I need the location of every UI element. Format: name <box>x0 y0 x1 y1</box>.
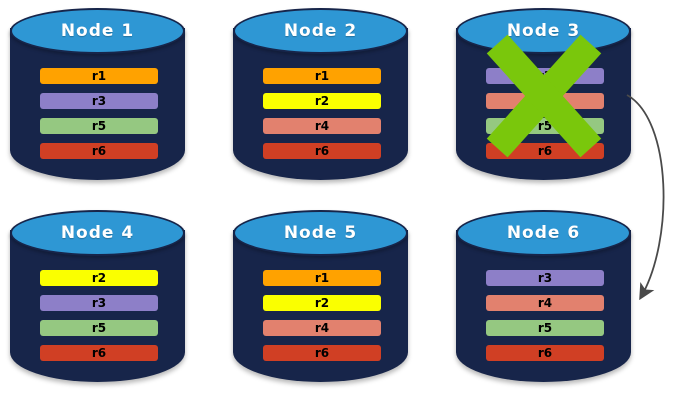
node-label: Node 4 <box>60 223 135 243</box>
replica-bar[interactable]: r4 <box>486 93 604 109</box>
cylinder-top <box>233 8 408 54</box>
replica-list: r2 r3 r5 r6 <box>40 270 158 370</box>
replica-bar[interactable]: r2 <box>263 295 381 311</box>
replica-bar[interactable]: r2 <box>40 270 158 286</box>
replica-bar[interactable]: r6 <box>40 345 158 361</box>
cylinder-top <box>10 8 185 54</box>
replica-bar[interactable]: r6 <box>486 143 604 159</box>
node-label: Node 3 <box>506 21 581 41</box>
replica-bar[interactable]: r4 <box>263 320 381 336</box>
node-3[interactable]: Node 3 r3 r4 r5 r6 <box>456 6 631 186</box>
replica-bar[interactable]: r6 <box>486 345 604 361</box>
node-label: Node 5 <box>283 223 358 243</box>
replica-bar[interactable]: r1 <box>40 68 158 84</box>
replica-bar[interactable]: r4 <box>263 118 381 134</box>
replica-bar[interactable]: r1 <box>263 270 381 286</box>
replica-bar[interactable]: r3 <box>486 68 604 84</box>
replica-bar[interactable]: r5 <box>486 118 604 134</box>
replica-bar[interactable]: r6 <box>40 143 158 159</box>
replica-list: r1 r2 r4 r6 <box>263 68 381 168</box>
replica-bar[interactable]: r3 <box>40 93 158 109</box>
node-6[interactable]: Node 6 r3 r4 r5 r6 <box>456 208 631 388</box>
replica-bar[interactable]: r1 <box>263 68 381 84</box>
replica-bar[interactable]: r5 <box>40 320 158 336</box>
node-4[interactable]: Node 4 r2 r3 r5 r6 <box>10 208 185 388</box>
node-label: Node 6 <box>506 223 581 243</box>
node-5[interactable]: Node 5 r1 r2 r4 r6 <box>233 208 408 388</box>
replica-bar[interactable]: r6 <box>263 143 381 159</box>
cylinder-top <box>10 210 185 256</box>
node-label: Node 2 <box>283 21 358 41</box>
replica-bar[interactable]: r5 <box>486 320 604 336</box>
replica-list: r3 r4 r5 r6 <box>486 270 604 370</box>
replica-list: r3 r4 r5 r6 <box>486 68 604 168</box>
replica-bar[interactable]: r3 <box>486 270 604 286</box>
replica-bar[interactable]: r3 <box>40 295 158 311</box>
node-2[interactable]: Node 2 r1 r2 r4 r6 <box>233 6 408 186</box>
replica-bar[interactable]: r4 <box>486 295 604 311</box>
replica-bar[interactable]: r2 <box>263 93 381 109</box>
cylinder-top <box>233 210 408 256</box>
replica-list: r1 r3 r5 r6 <box>40 68 158 168</box>
cylinder-top <box>456 210 631 256</box>
replica-bar[interactable]: r5 <box>40 118 158 134</box>
node-1[interactable]: Node 1 r1 r3 r5 r6 <box>10 6 185 186</box>
node-label: Node 1 <box>60 21 135 41</box>
replica-bar[interactable]: r6 <box>263 345 381 361</box>
replica-list: r1 r2 r4 r6 <box>263 270 381 370</box>
